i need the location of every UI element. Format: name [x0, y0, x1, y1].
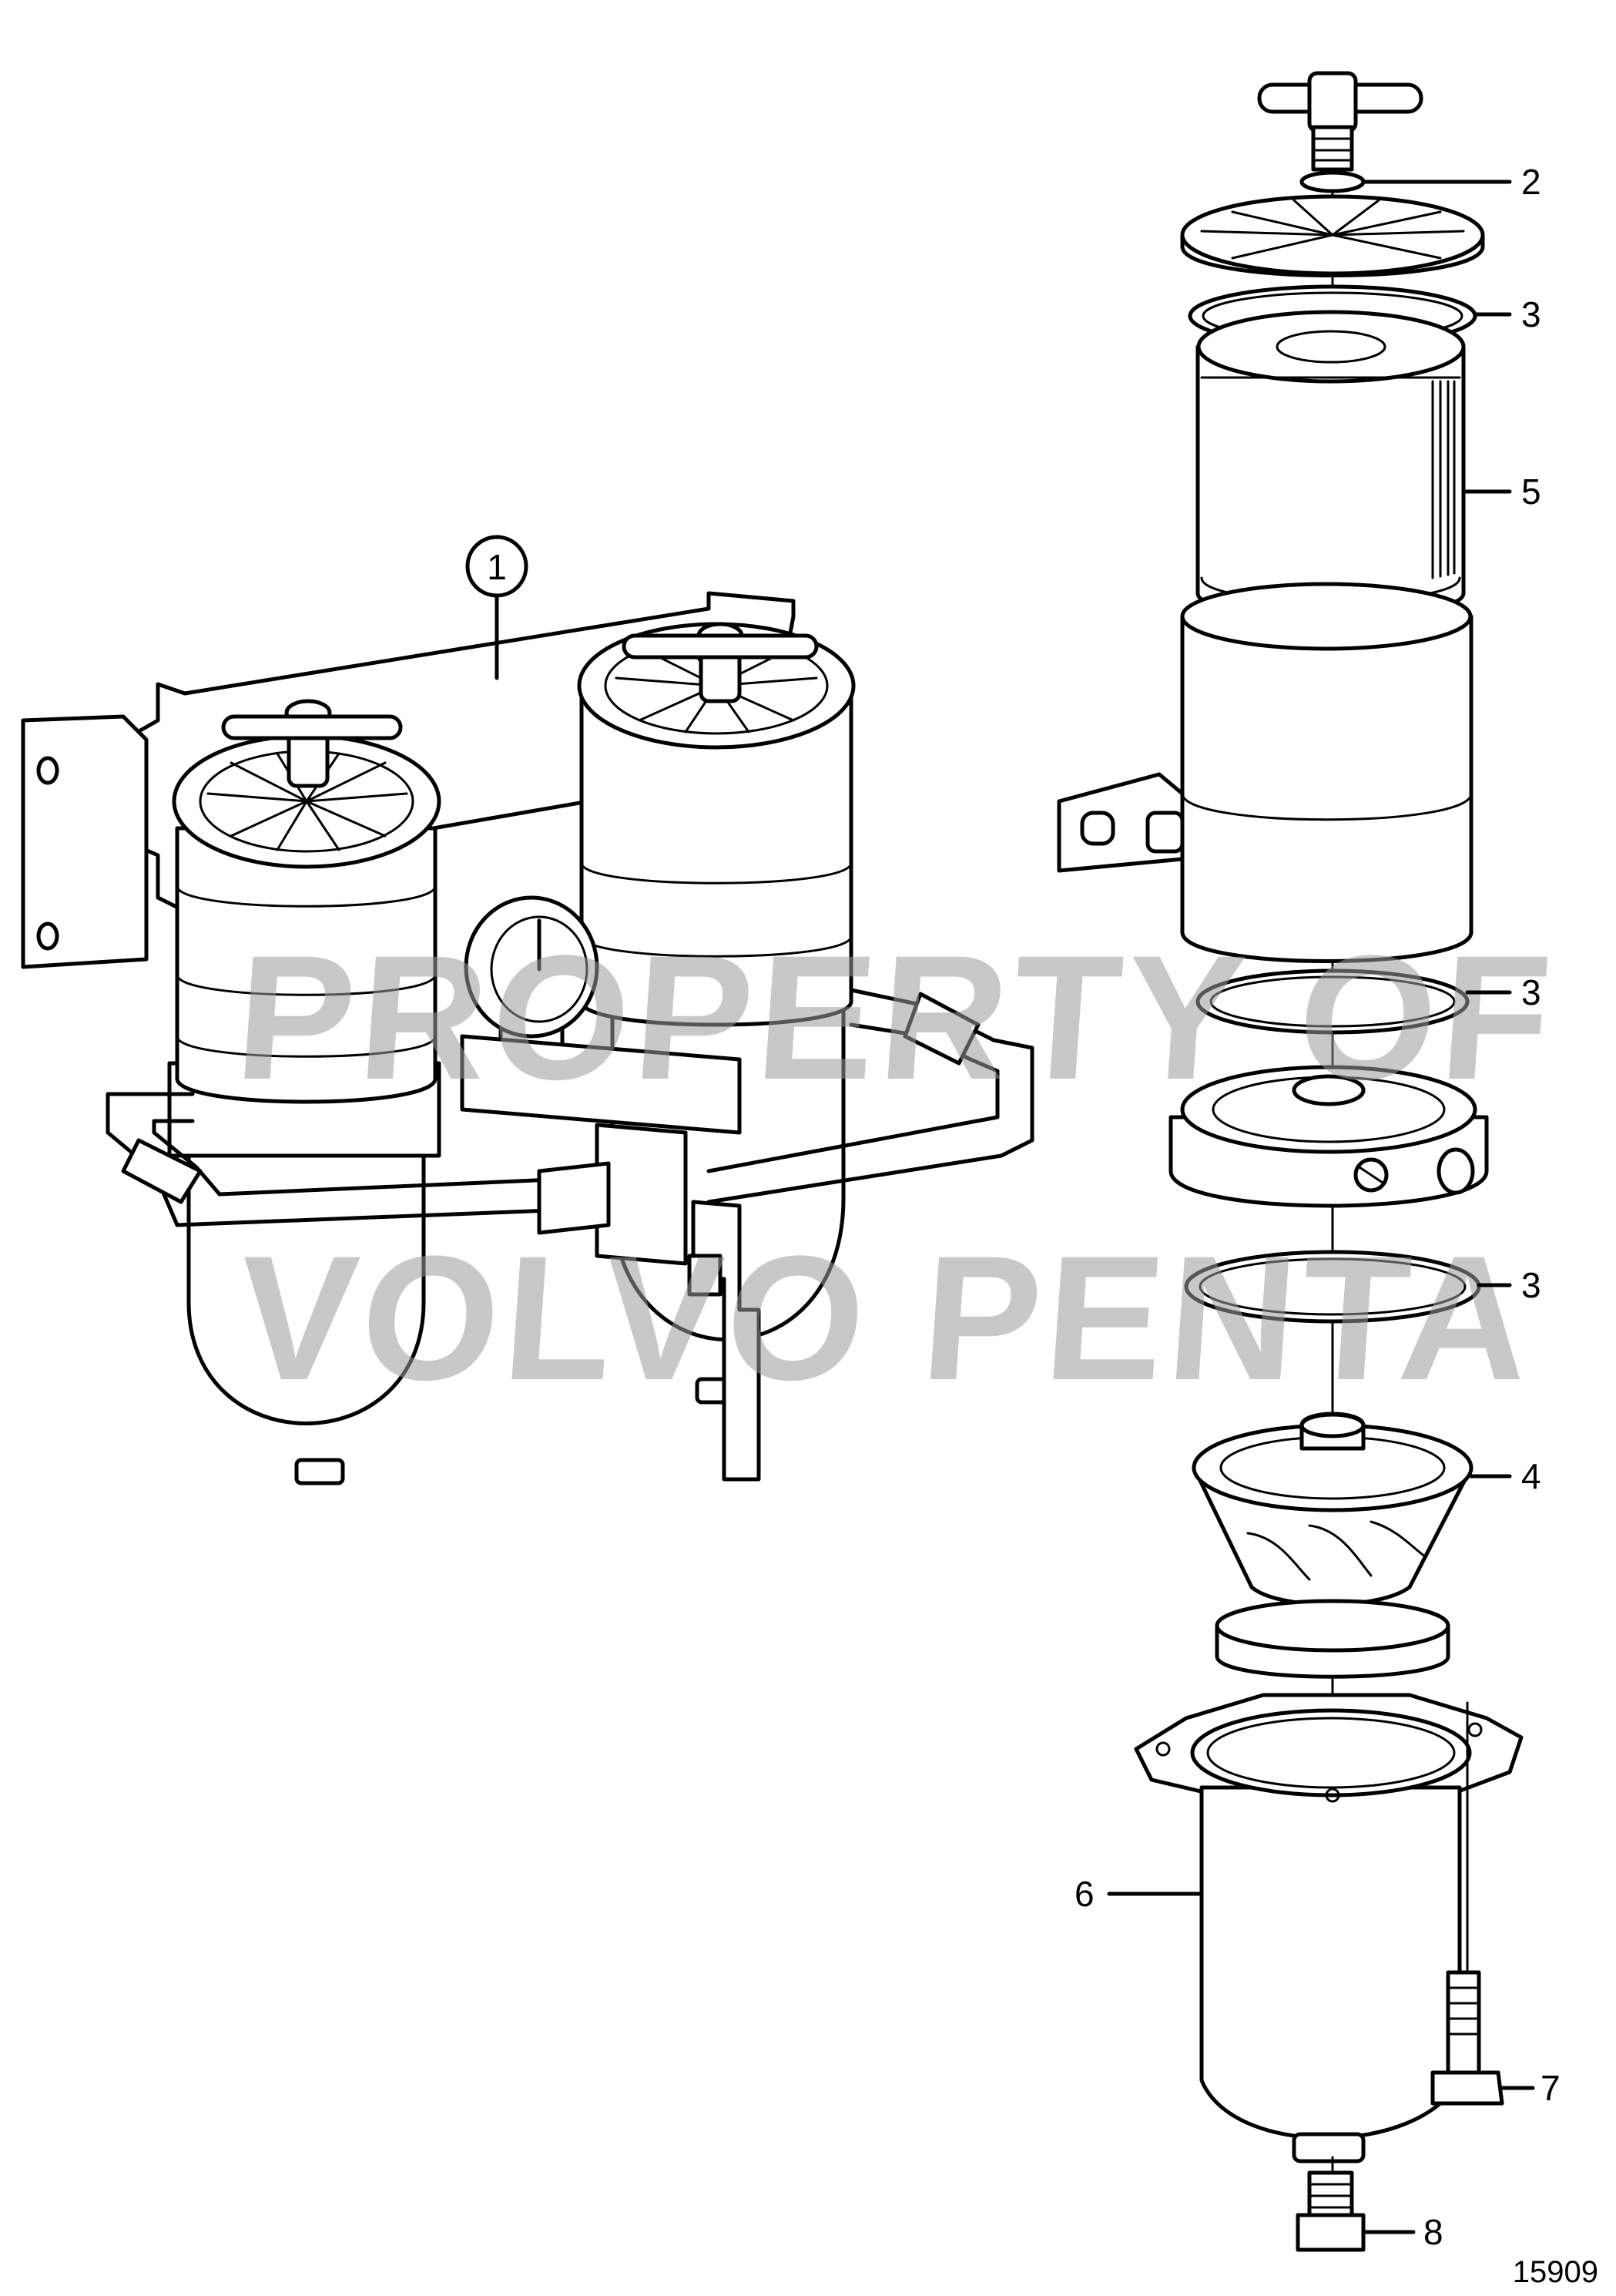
- washer: [1299, 170, 1366, 193]
- callout-6: 6: [1075, 1874, 1095, 1914]
- t-handle-screw: [1257, 71, 1423, 172]
- long-screw: [1430, 1701, 1504, 2106]
- separator-cone: [1192, 1412, 1474, 1606]
- callout-5: 5: [1521, 472, 1541, 512]
- valve-base: [1168, 1065, 1489, 1208]
- valve-block-and-pipes: [106, 988, 1034, 1482]
- callout-3-lower: 3: [1521, 1265, 1541, 1305]
- filter-lid: [1180, 194, 1485, 277]
- callout-8: 8: [1423, 2212, 1443, 2252]
- bowl-nut: [1215, 1599, 1450, 1679]
- callout-3-upper: 3: [1521, 294, 1541, 334]
- drain-plug: [1296, 2156, 1366, 2252]
- callout-1: 1: [487, 547, 507, 587]
- seal-ring-middle: [1195, 968, 1470, 1035]
- callout-3-middle: 3: [1521, 972, 1541, 1012]
- watermark-line-2: VOLVO PENTA: [232, 1219, 1540, 1417]
- filter-housing: [1057, 582, 1474, 963]
- left-filter-unit: [167, 699, 441, 1485]
- watermark: PROPERTY OF VOLVO PENTA: [230, 918, 1561, 1417]
- watermark-line-1: PROPERTY OF: [230, 918, 1561, 1116]
- callout-7: 7: [1541, 2068, 1561, 2108]
- filter-insert: [1195, 310, 1466, 619]
- filter-assembly-drawing: [21, 591, 1034, 1485]
- figure-number: 15909: [1513, 2255, 1598, 2289]
- callout-4: 4: [1521, 1456, 1541, 1496]
- exploded-view-drawing: [1057, 71, 1524, 2252]
- water-bowl: [1134, 1693, 1524, 2163]
- callout-2: 2: [1521, 162, 1541, 202]
- callouts: 1 2 3 5 3 3 4 6 7 8: [465, 162, 1561, 2252]
